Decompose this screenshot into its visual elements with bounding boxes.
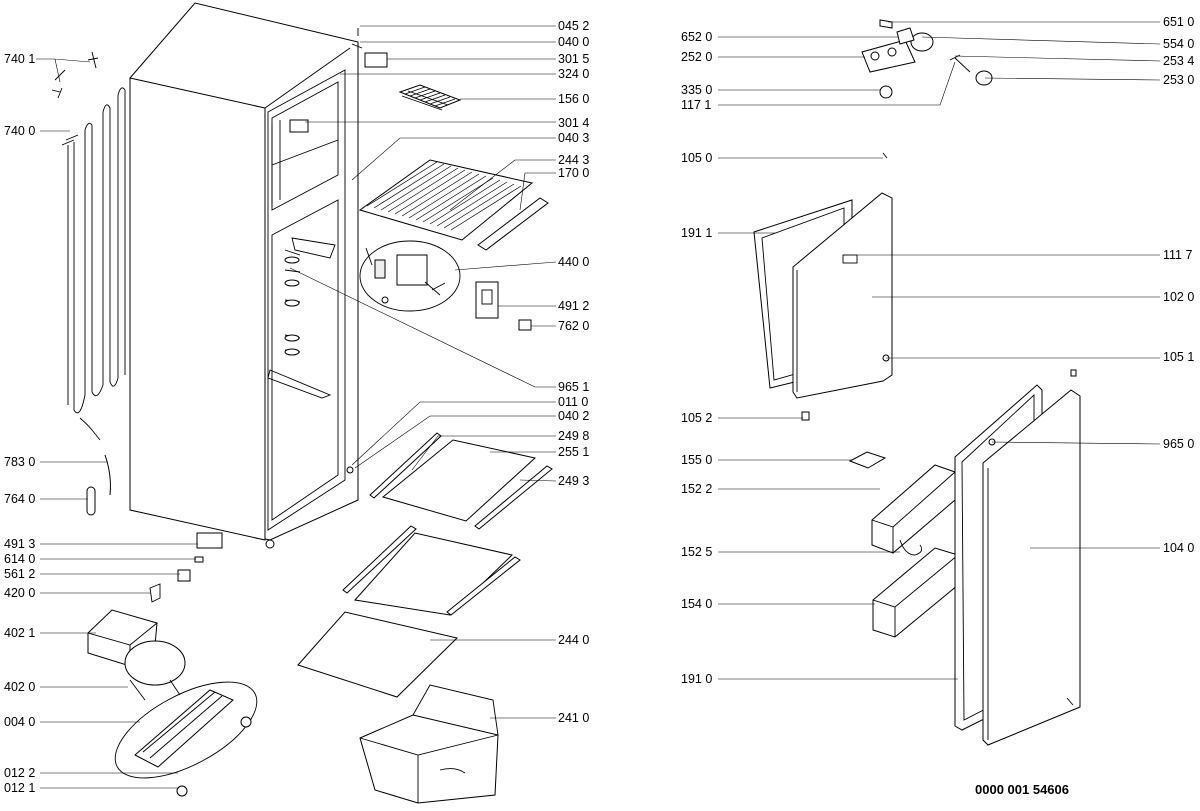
label-253-0: 253 0 bbox=[1163, 73, 1195, 87]
glass-shelf-upper bbox=[369, 432, 553, 530]
label-965-0: 965 0 bbox=[1163, 437, 1195, 451]
label-105-2: 105 2 bbox=[681, 411, 713, 425]
label-301-4: 301 4 bbox=[558, 116, 590, 130]
label-241-0: 241 0 bbox=[558, 711, 590, 725]
label-783-0: 783 0 bbox=[4, 455, 36, 469]
freezer-door bbox=[753, 192, 893, 421]
bin-clip bbox=[899, 539, 923, 556]
label-012-1: 012 1 bbox=[4, 781, 36, 795]
label-040-0: 040 0 bbox=[558, 35, 590, 49]
label-652-0: 652 0 bbox=[681, 30, 713, 44]
part-491-3 bbox=[196, 532, 223, 549]
label-301-5: 301 5 bbox=[558, 52, 590, 66]
label-244-0: 244 0 bbox=[558, 633, 590, 647]
label-420-0: 420 0 bbox=[4, 586, 36, 600]
part-420-0 bbox=[149, 583, 161, 603]
label-170-0: 170 0 bbox=[558, 166, 590, 180]
label-491-3: 491 3 bbox=[4, 537, 36, 551]
label-102-0: 102 0 bbox=[1163, 290, 1195, 304]
condenser-coil bbox=[61, 87, 126, 441]
base-plate bbox=[114, 681, 258, 797]
label-117-1: 117 1 bbox=[681, 98, 712, 112]
label-255-1: 255 1 bbox=[558, 445, 590, 459]
label-614-0: 614 0 bbox=[4, 552, 36, 566]
drain-hose bbox=[104, 454, 111, 496]
shelf-trim bbox=[477, 197, 549, 251]
part-491-2 bbox=[475, 281, 499, 319]
label-155-0: 155 0 bbox=[681, 453, 713, 467]
part-614-0 bbox=[194, 556, 204, 563]
label-440-0: 440 0 bbox=[558, 255, 590, 269]
label-491-2: 491 2 bbox=[558, 299, 590, 313]
glass-shelf-middle bbox=[342, 525, 521, 616]
part-561-2 bbox=[177, 569, 191, 582]
crisper-drawer bbox=[359, 684, 499, 804]
label-004-0: 004 0 bbox=[4, 715, 36, 729]
label-402-1: 402 1 bbox=[4, 626, 36, 640]
label-152-5: 152 5 bbox=[681, 545, 713, 559]
label-249-8: 249 8 bbox=[558, 429, 590, 443]
label-965-1: 965 1 bbox=[558, 380, 590, 394]
label-105-1: 105 1 bbox=[1163, 350, 1195, 364]
label-252-0: 252 0 bbox=[681, 50, 713, 64]
label-040-3: 040 3 bbox=[558, 131, 590, 145]
label-012-2: 012 2 bbox=[4, 766, 36, 780]
part-762-0 bbox=[518, 319, 532, 331]
lamp-housing bbox=[861, 19, 993, 99]
thermostat-group bbox=[359, 240, 461, 312]
label-191-1: 191 1 bbox=[681, 226, 713, 240]
label-244-3: 244 3 bbox=[558, 153, 590, 167]
label-045-2: 045 2 bbox=[558, 19, 590, 33]
label-156-0: 156 0 bbox=[558, 92, 590, 106]
label-554-0: 554 0 bbox=[1163, 37, 1195, 51]
label-105-0: 105 0 bbox=[681, 151, 713, 165]
ice-cube-tray bbox=[398, 84, 462, 111]
label-324-0: 324 0 bbox=[558, 67, 590, 81]
glass-shelf-lower bbox=[297, 611, 458, 698]
label-762-0: 762 0 bbox=[558, 319, 590, 333]
fridge-cabinet bbox=[129, 2, 359, 549]
label-740-1: 740 1 bbox=[4, 52, 36, 66]
label-040-2: 040 2 bbox=[558, 409, 590, 423]
label-104-0: 104 0 bbox=[1163, 541, 1195, 555]
label-740-0: 740 0 bbox=[4, 124, 36, 138]
label-191-0: 191 0 bbox=[681, 672, 713, 686]
label-253-4: 253 4 bbox=[1163, 54, 1195, 68]
label-402-0: 402 0 bbox=[4, 680, 36, 694]
label-111-7: 111 7 bbox=[1163, 248, 1193, 262]
label-154-0: 154 0 bbox=[681, 597, 713, 611]
screw-105-0 bbox=[882, 152, 888, 159]
part-301-5 bbox=[364, 52, 388, 68]
label-011-0: 011 0 bbox=[558, 395, 589, 409]
document-number: 0000 001 54606 bbox=[975, 782, 1069, 797]
part-764-0 bbox=[86, 486, 96, 516]
part-155-0 bbox=[848, 451, 887, 469]
label-335-0: 335 0 bbox=[681, 83, 713, 97]
condenser-clip bbox=[51, 51, 99, 99]
door-bin-lower bbox=[872, 547, 959, 638]
label-249-3: 249 3 bbox=[558, 474, 590, 488]
fridge-door bbox=[954, 369, 1081, 746]
label-764-0: 764 0 bbox=[4, 492, 36, 506]
compressor bbox=[87, 609, 186, 701]
label-152-2: 152 2 bbox=[681, 482, 713, 496]
label-561-2: 561 2 bbox=[4, 567, 36, 581]
label-651-0: 651 0 bbox=[1163, 15, 1195, 29]
